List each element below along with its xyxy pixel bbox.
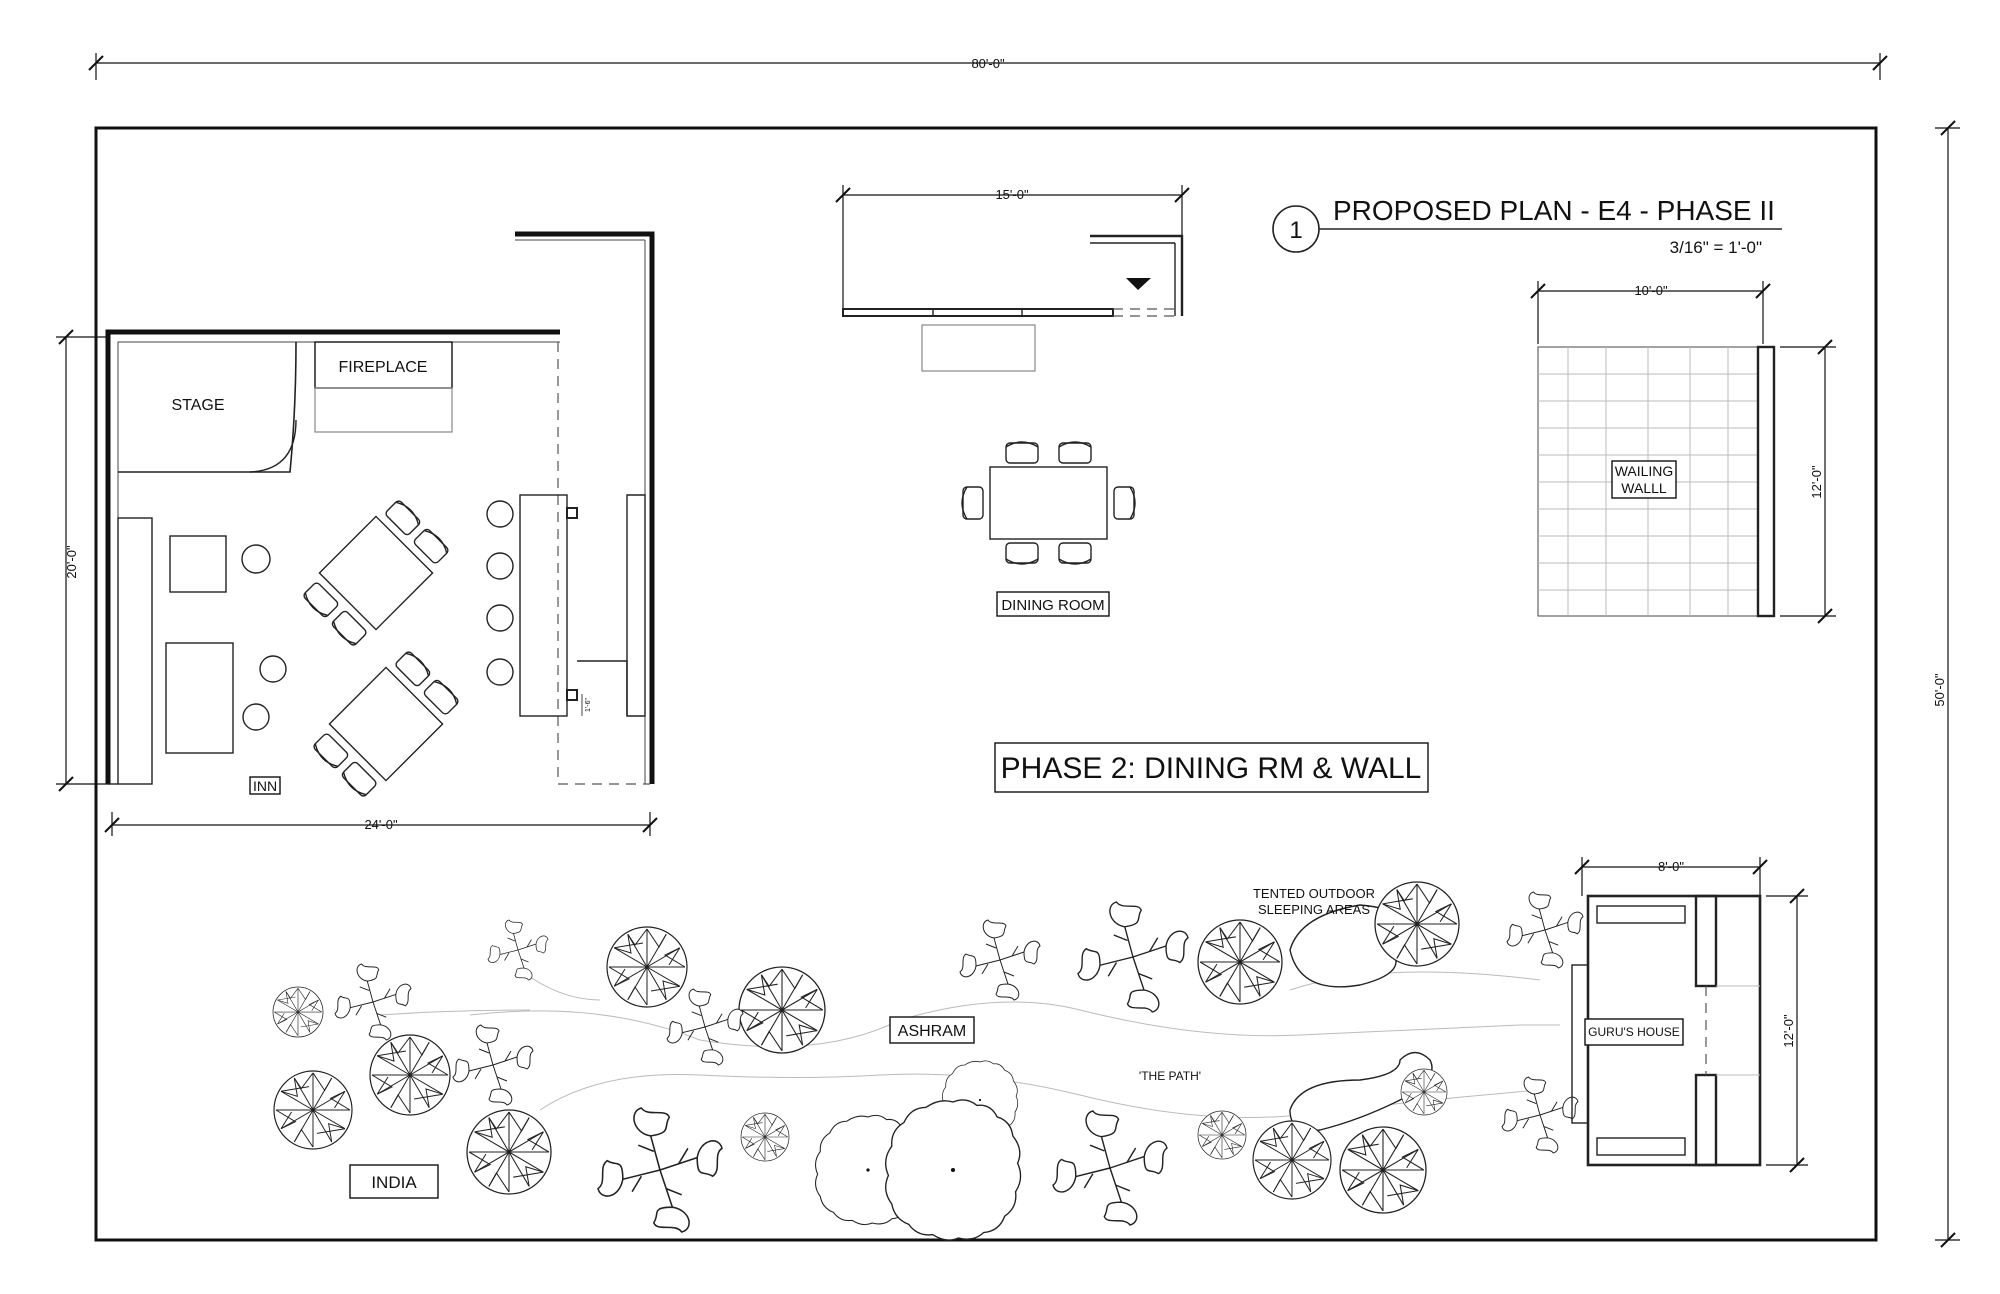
gurus-house-label: GURU'S HOUSE <box>1588 1025 1680 1039</box>
overall-height-label: 50'-0" <box>1932 673 1947 707</box>
wailing-wall-label-2: WALLL <box>1621 480 1667 496</box>
stage-label: STAGE <box>171 397 224 414</box>
title-number: 1 <box>1289 217 1302 244</box>
inn-building: 20'-0" 24'-0" STAGE FIREPLACE <box>56 231 658 836</box>
guru-width-dim: 8'-0" <box>1658 859 1684 874</box>
inn-small-dim: 1'-6" <box>585 698 592 712</box>
fireplace-label: FIREPLACE <box>339 359 428 376</box>
inn-height-dim: 20'-0" <box>64 545 79 579</box>
overall-height-dimension: 50'-0" <box>1932 120 1960 1248</box>
plan-title: PROPOSED PLAN - E4 - PHASE II <box>1333 195 1775 226</box>
inn-width-dim: 24'-0" <box>364 817 398 832</box>
dining-room-label: DINING ROOM <box>1001 597 1104 614</box>
wailing-wall: 10'-0" 12'-0" WAILING WALLL <box>1530 281 1836 624</box>
path-label: 'THE PATH' <box>1139 1069 1201 1083</box>
dining-width-dim: 15'-0" <box>995 187 1029 202</box>
plan-scale: 3/16" = 1'-0" <box>1670 238 1762 257</box>
wailing-width-dim: 10'-0" <box>1634 283 1668 298</box>
gurus-house: 8'-0" 12'-0" GURU'S HOUSE <box>1571 857 1808 1173</box>
overall-width-dimension: 80'-0" <box>88 53 1888 80</box>
guru-height-dim: 12'-0" <box>1781 1014 1796 1048</box>
landscape-labels: TENTED OUTDOOR SLEEPING AREAS ASHRAM 'TH… <box>349 886 1375 1199</box>
phase-label: PHASE 2: DINING RM & WALL <box>994 742 1429 793</box>
india-label: INDIA <box>371 1173 417 1192</box>
tents-label-1: TENTED OUTDOOR <box>1253 886 1375 901</box>
overall-width-label: 80'-0" <box>971 56 1005 71</box>
tents-label-2: SLEEPING AREAS <box>1258 902 1370 917</box>
ashram-label: ASHRAM <box>898 1023 966 1040</box>
cloud-trees <box>816 1061 1021 1240</box>
title-block: 1 PROPOSED PLAN - E4 - PHASE II 3/16" = … <box>1272 195 1782 257</box>
phase-label-text: PHASE 2: DINING RM & WALL <box>1001 752 1422 785</box>
dining-room: 15'-0" DINING ROOM <box>835 185 1190 617</box>
site-boundary <box>94 126 1878 1242</box>
wailing-wall-label-1: WAILING <box>1615 463 1674 479</box>
inn-label: INN <box>253 778 277 794</box>
wailing-height-dim: 12'-0" <box>1809 465 1824 499</box>
